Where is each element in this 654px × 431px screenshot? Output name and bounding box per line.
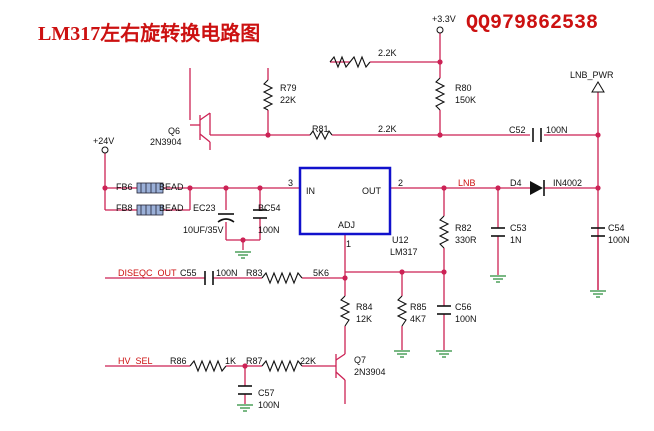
ferrite-beads <box>136 182 164 216</box>
r83-ref: R83 <box>246 268 263 278</box>
contact-label: QQ979862538 <box>466 12 598 35</box>
r86-value: 1K <box>225 356 236 366</box>
r84-ref: R84 <box>356 302 373 312</box>
c57-value: 100N <box>258 400 280 410</box>
d4-ref: D4 <box>510 178 522 188</box>
fb6-value: BEAD <box>159 182 184 192</box>
c57-ref: C57 <box>258 388 275 398</box>
v33-label: +3.3V <box>432 14 456 24</box>
ec23-value: 10UF/35V <box>183 225 224 235</box>
net-lnb: LNB <box>458 178 476 188</box>
diagram-title: LM317左右旋转换电路图 <box>38 21 260 45</box>
ic-pin-in: IN <box>306 186 315 196</box>
ic-ref: U12 <box>392 235 409 245</box>
c53-value: 1N <box>510 235 522 245</box>
q7-ref: Q7 <box>354 355 366 365</box>
fb6-ref: FB6 <box>116 182 133 192</box>
q6-ref: Q6 <box>168 126 180 136</box>
junctions <box>102 59 601 369</box>
resistors <box>189 55 450 373</box>
lnb-pwr-label: LNB_PWR <box>570 70 614 80</box>
v24-terminal <box>101 146 109 154</box>
r83-value: 5K6 <box>313 268 329 278</box>
c52-value: 100N <box>546 125 568 135</box>
ec23-ref: EC23 <box>193 203 216 213</box>
r86-ref: R86 <box>170 356 187 366</box>
d4-part: IN4002 <box>553 178 582 188</box>
r80-value: 150K <box>455 95 476 105</box>
r87-ref: R87 <box>246 356 263 366</box>
capacitors <box>204 128 605 395</box>
v33-terminal <box>436 26 444 34</box>
r85-value: 4K7 <box>410 314 426 324</box>
r-top-value: 2.2K <box>378 48 397 58</box>
diode-d4 <box>530 180 545 196</box>
r85-ref: R85 <box>410 302 427 312</box>
c55-value: 100N <box>216 268 238 278</box>
ic-part: LM317 <box>390 247 418 257</box>
wires <box>104 30 599 404</box>
net-hv-sel: HV_SEL <box>118 356 153 366</box>
ic-pin-adj: ADJ <box>338 220 355 230</box>
net-diseqc: DISEQC_OUT <box>118 268 177 278</box>
r79-value: 22K <box>280 95 296 105</box>
v24-label: +24V <box>93 136 114 146</box>
c56-ref: C56 <box>455 302 472 312</box>
q7-part: 2N3904 <box>354 367 386 377</box>
r80-ref: R80 <box>455 83 472 93</box>
r82-ref: R82 <box>455 223 472 233</box>
lm317-ic <box>298 166 392 236</box>
c54-ref: C54 <box>608 223 625 233</box>
r81-value: 2.2K <box>378 124 397 134</box>
c52-ref: C52 <box>509 125 526 135</box>
r79-ref: R79 <box>280 83 297 93</box>
r84-value: 12K <box>356 314 372 324</box>
c53-ref: C53 <box>510 223 527 233</box>
fb8-ref: FB8 <box>116 203 133 213</box>
ic-pin-out: OUT <box>362 186 382 196</box>
ic-pin2: 2 <box>398 178 403 188</box>
bc54-value: 100N <box>258 225 280 235</box>
r87-value: 22K <box>300 356 316 366</box>
c56-value: 100N <box>455 314 477 324</box>
c55-ref: C55 <box>180 268 197 278</box>
ic-pin3: 3 <box>288 178 293 188</box>
ic-pin1: 1 <box>346 239 351 249</box>
q6-part: 2N3904 <box>150 137 182 147</box>
r81-ref: R81 <box>312 124 329 134</box>
r82-value: 330R <box>455 235 477 245</box>
bc54-ref: BC54 <box>258 203 281 213</box>
lnb-pwr-arrow <box>591 81 605 93</box>
c54-value: 100N <box>608 235 630 245</box>
fb8-value: BEAD <box>159 203 184 213</box>
